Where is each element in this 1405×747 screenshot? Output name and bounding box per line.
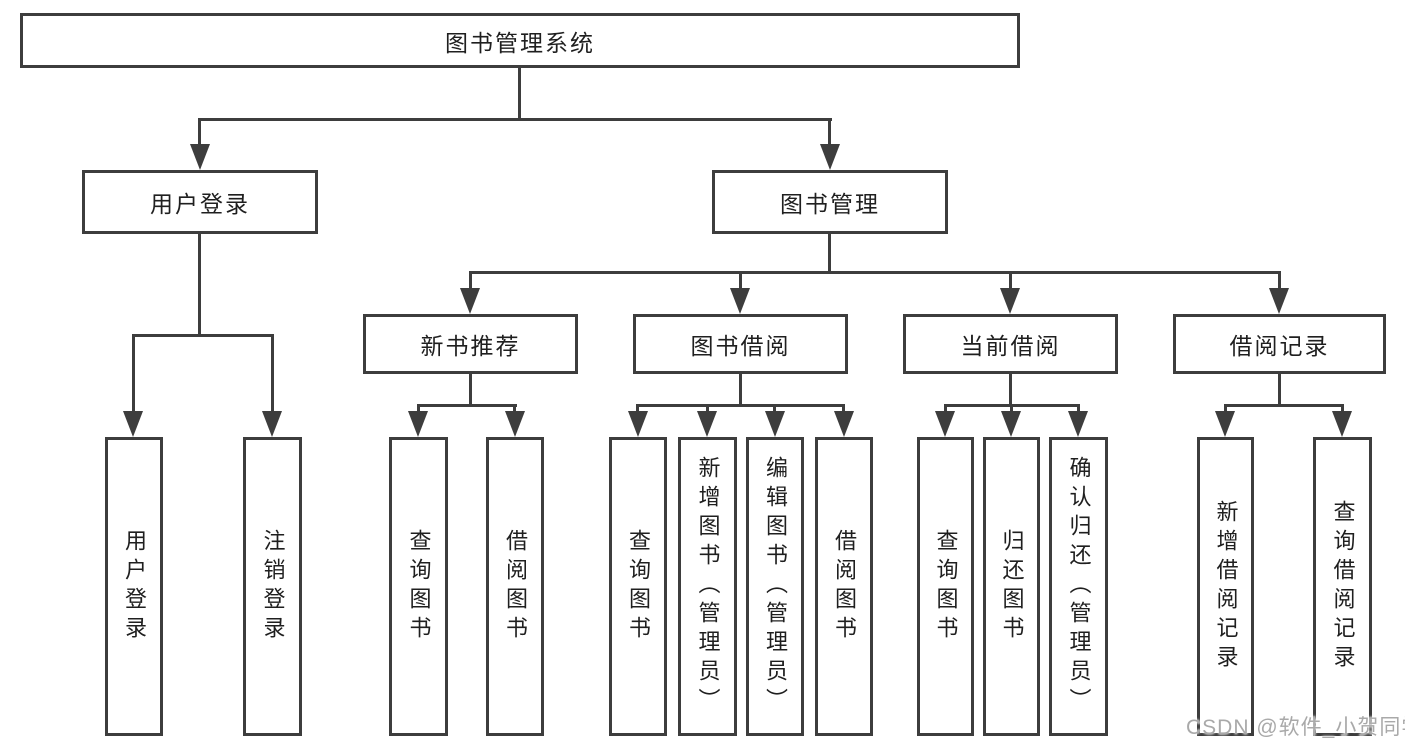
arrowhead-cb-query	[935, 411, 955, 437]
arrowhead-borrow-records	[1269, 288, 1289, 314]
arrowhead-bb-query	[628, 411, 648, 437]
node-current-borrow: 当前借阅	[903, 314, 1118, 374]
connector-drop-nb-borrow	[513, 404, 516, 414]
arrowhead-nb-query	[408, 411, 428, 437]
arrowhead-br-add	[1215, 411, 1235, 437]
arrowhead-nb-borrow	[505, 411, 525, 437]
arrowhead-leaf-login	[123, 411, 143, 437]
connector-drop-br-query	[1341, 404, 1344, 414]
connector-drop-leaf-logout	[271, 334, 274, 413]
node-borrow-records: 借阅记录	[1173, 314, 1386, 374]
connector-drop-current-borrow	[1009, 271, 1012, 290]
connector-drop-br-add	[1224, 404, 1227, 414]
connector-drop-cb-query	[944, 404, 947, 414]
arrowhead-cb-return	[1001, 411, 1021, 437]
leaf-current-query-books: 查询图书	[917, 437, 974, 736]
connector-book-management-stem	[828, 234, 831, 274]
connector-drop-bb-query	[636, 404, 639, 414]
leaf-current-confirm-return-admin: 确认归还（管理员）	[1049, 437, 1108, 736]
connector-root-stem	[518, 68, 521, 121]
connector-new-book-bar	[417, 404, 517, 407]
connector-drop-book-borrow	[739, 271, 742, 290]
arrowhead-user-login	[190, 144, 210, 170]
leaf-newrec-query-books: 查询图书	[389, 437, 448, 736]
connector-borrow-records-bar	[1224, 404, 1344, 407]
connector-user-login-stem	[198, 234, 201, 337]
leaf-logout: 注销登录	[243, 437, 302, 736]
connector-borrow-records-stem	[1278, 374, 1281, 407]
leaf-user-login: 用户登录	[105, 437, 163, 736]
connector-drop-cb-confirm	[1077, 404, 1080, 414]
arrowhead-book-borrow	[730, 288, 750, 314]
node-new-book-recommend: 新书推荐	[363, 314, 578, 374]
connector-drop-leaf-login	[132, 334, 135, 413]
leaf-records-add-record: 新增借阅记录	[1197, 437, 1254, 736]
node-book-management: 图书管理	[712, 170, 948, 234]
connector-drop-bb-edit	[773, 404, 776, 414]
arrowhead-leaf-logout	[262, 411, 282, 437]
node-library-system: 图书管理系统	[20, 13, 1020, 68]
connector-user-login-bar	[132, 334, 274, 337]
node-book-borrow: 图书借阅	[633, 314, 848, 374]
connector-drop-bb-borrow	[842, 404, 845, 414]
connector-new-book-stem	[469, 374, 472, 407]
connector-book-management-bar	[469, 271, 1281, 274]
arrowhead-bb-add	[697, 411, 717, 437]
arrowhead-new-book	[460, 288, 480, 314]
connector-drop-bb-add	[706, 404, 709, 414]
leaf-borrow-borrow-books: 借阅图书	[815, 437, 873, 736]
connector-drop-user-login	[198, 118, 201, 148]
connector-drop-nb-query	[417, 404, 420, 414]
connector-book-borrow-bar	[636, 404, 845, 407]
connector-root-bar	[198, 118, 832, 121]
arrowhead-book-management	[820, 144, 840, 170]
leaf-borrow-edit-books-admin: 编辑图书（管理员）	[746, 437, 804, 736]
arrowhead-br-query	[1332, 411, 1352, 437]
leaf-borrow-query-books: 查询图书	[609, 437, 667, 736]
connector-drop-new-book	[469, 271, 472, 290]
connector-drop-borrow-records	[1278, 271, 1281, 290]
leaf-newrec-borrow-books: 借阅图书	[486, 437, 544, 736]
leaf-borrow-add-books-admin: 新增图书（管理员）	[678, 437, 737, 736]
connector-drop-cb-return	[1010, 404, 1013, 414]
leaf-records-query-record: 查询借阅记录	[1313, 437, 1372, 736]
csdn-watermark: CSDN @软件_小贺同学	[1186, 716, 1405, 739]
arrowhead-cb-confirm	[1068, 411, 1088, 437]
arrowhead-bb-edit	[765, 411, 785, 437]
arrowhead-bb-borrow	[834, 411, 854, 437]
arrowhead-current-borrow	[1000, 288, 1020, 314]
connector-book-borrow-stem	[739, 374, 742, 407]
leaf-current-return-books: 归还图书	[983, 437, 1040, 736]
connector-drop-book-management	[828, 118, 831, 148]
node-user-login: 用户登录	[82, 170, 318, 234]
connector-current-borrow-stem	[1009, 374, 1012, 407]
